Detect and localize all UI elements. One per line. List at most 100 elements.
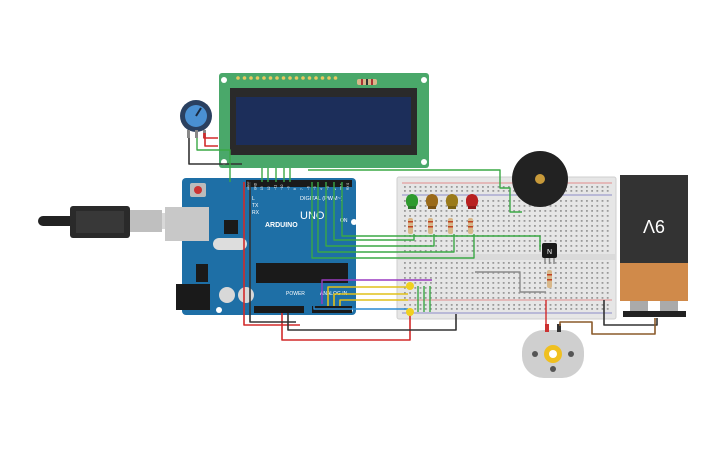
breadboard-hole[interactable]	[565, 250, 567, 252]
breadboard-hole[interactable]	[518, 240, 521, 242]
breadboard-hole[interactable]	[554, 225, 557, 227]
breadboard-hole[interactable]	[508, 297, 510, 299]
breadboard-hole[interactable]	[539, 210, 541, 212]
breadboard-hole[interactable]	[419, 215, 422, 217]
breadboard-hole[interactable]	[471, 210, 474, 212]
breadboard-hole[interactable]	[492, 245, 495, 247]
breadboard-hole[interactable]	[534, 308, 536, 310]
breadboard-hole[interactable]	[476, 277, 479, 279]
breadboard-hole[interactable]	[580, 205, 583, 207]
breadboard-hole[interactable]	[606, 267, 609, 269]
breadboard-hole[interactable]	[440, 297, 443, 299]
breadboard-hole[interactable]	[508, 277, 510, 279]
breadboard-hole[interactable]	[570, 245, 573, 247]
breadboard-hole[interactable]	[508, 267, 510, 269]
breadboard-hole[interactable]	[565, 240, 567, 242]
breadboard-hole[interactable]	[487, 272, 489, 274]
breadboard-hole[interactable]	[544, 267, 547, 269]
breadboard-hole[interactable]	[518, 230, 521, 232]
breadboard-hole[interactable]	[492, 190, 495, 192]
breadboard-hole[interactable]	[419, 304, 422, 306]
breadboard-hole[interactable]	[450, 287, 453, 289]
breadboard-hole[interactable]	[476, 210, 479, 212]
breadboard-hole[interactable]	[497, 190, 500, 192]
breadboard-hole[interactable]	[575, 235, 578, 237]
breadboard-hole[interactable]	[580, 277, 583, 279]
breadboard-hole[interactable]	[601, 235, 604, 237]
breadboard-hole[interactable]	[606, 215, 609, 217]
breadboard-hole[interactable]	[554, 304, 557, 306]
breadboard-hole[interactable]	[560, 230, 562, 232]
breadboard-hole[interactable]	[456, 205, 458, 207]
breadboard-hole[interactable]	[596, 200, 599, 202]
breadboard-hole[interactable]	[430, 287, 432, 289]
breadboard-hole[interactable]	[466, 230, 469, 232]
breadboard-hole[interactable]	[570, 240, 573, 242]
breadboard-hole[interactable]	[502, 287, 505, 289]
breadboard-hole[interactable]	[404, 250, 406, 252]
led-orange-1[interactable]	[426, 194, 438, 209]
breadboard-hole[interactable]	[466, 205, 469, 207]
breadboard-hole[interactable]	[456, 297, 458, 299]
breadboard-hole[interactable]	[471, 308, 474, 310]
breadboard-hole[interactable]	[565, 287, 567, 289]
breadboard-hole[interactable]	[414, 292, 417, 294]
breadboard-hole[interactable]	[461, 245, 463, 247]
breadboard-hole[interactable]	[513, 205, 515, 207]
breadboard-hole[interactable]	[492, 292, 495, 294]
breadboard-hole[interactable]	[466, 262, 469, 264]
breadboard-hole[interactable]	[476, 220, 479, 222]
led-green[interactable]	[406, 194, 418, 209]
breadboard-hole[interactable]	[482, 245, 484, 247]
breadboard-hole[interactable]	[528, 292, 531, 294]
breadboard-hole[interactable]	[435, 272, 437, 274]
breadboard-hole[interactable]	[440, 186, 443, 188]
breadboard-hole[interactable]	[497, 287, 500, 289]
breadboard-hole[interactable]	[528, 308, 531, 310]
breadboard-hole[interactable]	[518, 245, 521, 247]
breadboard-hole[interactable]	[508, 272, 510, 274]
breadboard-hole[interactable]	[435, 308, 437, 310]
breadboard-hole[interactable]	[440, 304, 443, 306]
breadboard-hole[interactable]	[497, 277, 500, 279]
breadboard-hole[interactable]	[570, 297, 573, 299]
breadboard-hole[interactable]	[424, 190, 427, 192]
breadboard-hole[interactable]	[461, 304, 463, 306]
breadboard-hole[interactable]	[419, 272, 422, 274]
breadboard-hole[interactable]	[476, 240, 479, 242]
digital-header[interactable]	[246, 180, 352, 187]
breadboard-hole[interactable]	[528, 220, 531, 222]
breadboard-hole[interactable]	[580, 308, 583, 310]
breadboard-hole[interactable]	[440, 292, 443, 294]
breadboard-hole[interactable]	[414, 240, 417, 242]
breadboard-hole[interactable]	[518, 262, 521, 264]
breadboard-hole[interactable]	[560, 297, 562, 299]
breadboard-hole[interactable]	[575, 250, 578, 252]
breadboard-hole[interactable]	[414, 230, 417, 232]
breadboard-hole[interactable]	[404, 304, 406, 306]
breadboard-hole[interactable]	[596, 287, 599, 289]
breadboard-hole[interactable]	[414, 190, 417, 192]
breadboard-hole[interactable]	[580, 292, 583, 294]
breadboard-hole[interactable]	[586, 220, 588, 222]
breadboard-hole[interactable]	[508, 304, 510, 306]
breadboard-hole[interactable]	[518, 267, 521, 269]
breadboard-hole[interactable]	[409, 210, 411, 212]
breadboard-hole[interactable]	[575, 304, 578, 306]
breadboard-hole[interactable]	[596, 245, 599, 247]
breadboard-hole[interactable]	[523, 297, 526, 299]
breadboard-hole[interactable]	[523, 267, 526, 269]
breadboard-hole[interactable]	[601, 240, 604, 242]
breadboard-hole[interactable]	[487, 308, 489, 310]
breadboard-hole[interactable]	[404, 297, 406, 299]
breadboard-hole[interactable]	[508, 292, 510, 294]
breadboard-hole[interactable]	[554, 205, 557, 207]
breadboard-hole[interactable]	[445, 215, 448, 217]
breadboard-hole[interactable]	[565, 225, 567, 227]
breadboard-hole[interactable]	[580, 235, 583, 237]
breadboard-hole[interactable]	[476, 225, 479, 227]
breadboard-hole[interactable]	[534, 297, 536, 299]
breadboard-hole[interactable]	[549, 220, 552, 222]
breadboard-hole[interactable]	[591, 240, 593, 242]
breadboard-hole[interactable]	[482, 230, 484, 232]
